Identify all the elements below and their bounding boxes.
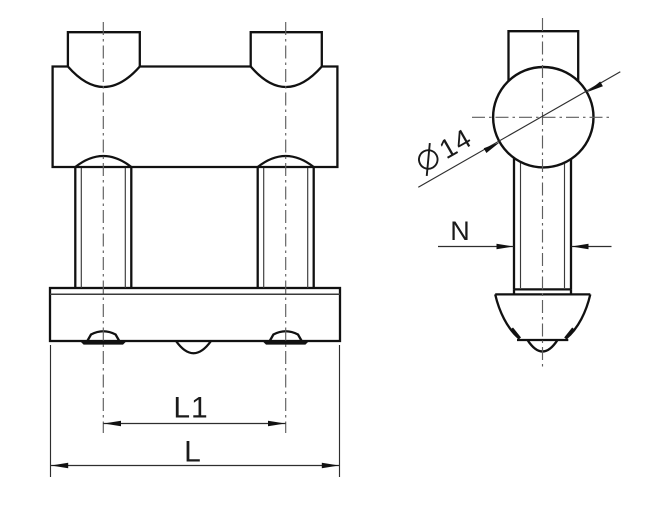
arrow-dia-lower [483, 142, 500, 153]
seat-strip-left [79, 340, 127, 345]
arrow-n-right [571, 243, 589, 250]
arrow-dia-upper [586, 81, 603, 93]
label-diameter-value: 14 [434, 123, 477, 165]
seat-strip-right [262, 340, 310, 345]
dimension-arrows [51, 81, 603, 469]
foot-chamfer-right [564, 327, 575, 340]
stud-shoulder-left [74, 154, 133, 168]
front-view-thread-lines [50, 168, 340, 296]
side-view [491, 30, 595, 353]
label-n: N [450, 216, 471, 246]
arrow-n-left [496, 243, 514, 250]
foot-chamfer-left [510, 327, 522, 340]
arrow-l1-left [103, 420, 121, 427]
arrow-l1-right [268, 420, 286, 427]
label-l1: L1 [173, 392, 208, 425]
arrow-l-left [51, 462, 69, 469]
stud-right-outer [256, 167, 315, 288]
diameter-symbol-icon [418, 142, 439, 176]
stud-left-outer [74, 167, 133, 288]
centerlines [102, 18, 612, 433]
stud-left-thread [80, 168, 126, 288]
stud-shoulder-right [256, 154, 315, 168]
center-ball-bump [175, 340, 212, 355]
side-shaft-outer [512, 150, 573, 290]
front-view [48, 31, 342, 355]
side-boss-outline [507, 30, 580, 92]
label-diameter: 14 [418, 123, 477, 176]
dim-line-diameter [418, 71, 621, 188]
seat-strips [79, 340, 310, 345]
label-l: L [184, 436, 202, 469]
base-plate-outline [48, 286, 342, 343]
dimension-lines [49, 71, 621, 477]
foot-side-right [565, 294, 592, 340]
dimension-labels: L1 L N 14 [173, 123, 477, 469]
clamp-body-outline [51, 65, 339, 169]
stud-right-thread [263, 168, 309, 288]
side-shaft-thread [519, 152, 566, 288]
arrow-l-right [321, 462, 339, 469]
